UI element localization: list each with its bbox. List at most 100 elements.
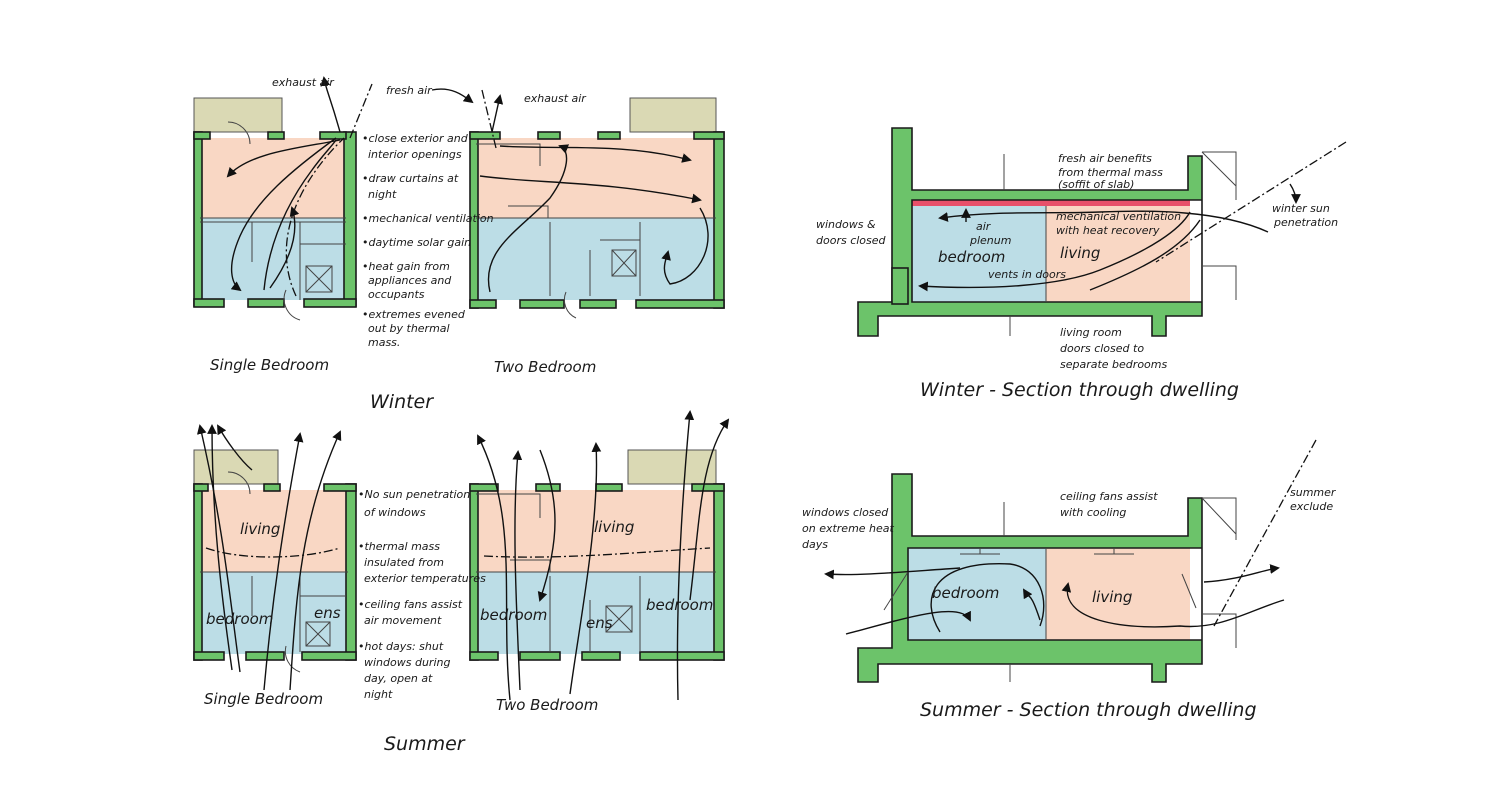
air-plenum-2: plenum: [969, 234, 1011, 247]
winter-single-label: Single Bedroom: [210, 356, 329, 374]
living-zone: [1046, 200, 1190, 302]
exhaust-air-label: exhaust air: [272, 76, 335, 89]
summer-exclude-2: exclude: [1290, 500, 1333, 513]
wall: [263, 483, 281, 492]
living-zone: [200, 138, 346, 218]
summer-section: [824, 439, 1317, 683]
summer-section-title: Summer - Section through dwelling: [920, 699, 1257, 721]
wall: [469, 131, 501, 140]
summer-two-label: Two Bedroom: [496, 696, 598, 714]
note-line: out by thermal: [368, 322, 450, 335]
wall: [301, 651, 357, 661]
wall: [579, 299, 617, 309]
wall: [635, 299, 725, 309]
summer-windows-3: days: [802, 538, 828, 551]
doors-closed-2: doors closed to: [1060, 342, 1144, 355]
note-line: interior openings: [368, 148, 462, 161]
mech-vent-1: mechanical ventilation: [1056, 210, 1181, 223]
wall: [713, 131, 725, 309]
wall: [519, 651, 561, 661]
fresh-air-text-2: from thermal mass: [1058, 166, 1163, 179]
windows-closed-2: doors closed: [816, 234, 887, 247]
exhaust-air-label-2: exhaust air: [524, 92, 587, 105]
wall: [247, 298, 285, 308]
note-line: mass.: [368, 336, 400, 349]
note-line: •No sun penetration: [358, 488, 470, 501]
wall: [245, 651, 285, 661]
note-line: •ceiling fans assist: [358, 598, 463, 611]
doors-closed-1: living room: [1060, 326, 1122, 339]
note-line: •extremes evened: [362, 308, 466, 321]
summer-exclude-1: summer: [1290, 486, 1337, 499]
balcony: [627, 449, 717, 485]
note-line: of windows: [364, 506, 426, 519]
wall: [535, 483, 561, 492]
wall: [193, 483, 209, 492]
bedroom-zone: [476, 218, 716, 300]
air-plenum-1: air: [976, 220, 992, 233]
note-line: •hot days: shut: [358, 640, 444, 653]
fresh-air-label: fresh air: [386, 84, 433, 97]
wall: [193, 131, 211, 140]
wall: [693, 131, 725, 140]
winter-sun-2: penetration: [1273, 216, 1338, 229]
note-line: appliances and: [368, 274, 452, 287]
room-bedroom-label-3: bedroom: [646, 596, 713, 614]
note-line: exterior temperatures: [364, 572, 486, 585]
wall: [519, 299, 565, 309]
balcony: [629, 97, 717, 133]
summer-living-label: living: [1092, 588, 1132, 606]
winter-two-label: Two Bedroom: [494, 358, 596, 376]
living-zone: [1046, 548, 1190, 648]
fresh-air-text-1: fresh air benefits: [1058, 152, 1152, 165]
wall: [193, 651, 225, 661]
wall: [595, 483, 623, 492]
winter-single-bedroom-plan: [193, 76, 373, 321]
wall: [193, 298, 225, 308]
note-line: day, open at: [364, 672, 433, 685]
summer-windows-2: on extreme heat: [802, 522, 895, 535]
wall: [537, 131, 561, 140]
note-line: night: [364, 688, 393, 701]
note-line: •draw curtains at: [362, 172, 459, 185]
summer-windows-1: windows closed: [802, 506, 889, 519]
soffit-red: [908, 198, 1190, 206]
note-line: windows during: [364, 656, 450, 669]
wall: [639, 651, 725, 661]
mech-vent-2: with heat recovery: [1056, 224, 1160, 237]
summer-notes: •No sun penetration of windows •thermal …: [358, 488, 486, 701]
living-zone: [476, 490, 716, 572]
note-line: •daytime solar gain: [362, 236, 471, 249]
wall: [469, 483, 499, 492]
wall: [303, 298, 357, 308]
room-living-label-2: living: [594, 518, 634, 536]
vents-label: vents in doors: [988, 268, 1066, 281]
note-line: occupants: [368, 288, 425, 301]
room-ens-label: ens: [314, 604, 341, 622]
summer-bedroom-label: bedroom: [932, 584, 999, 602]
doors-closed-3: separate bedrooms: [1060, 358, 1167, 371]
windows-closed-1: windows &: [816, 218, 876, 231]
fresh-air-text-3: (soffit of slab): [1058, 178, 1134, 191]
note-line: •mechanical ventilation: [362, 212, 494, 225]
note-line: •close exterior and: [362, 132, 469, 145]
note-line: •thermal mass: [358, 540, 440, 553]
winter-title: Winter: [370, 391, 434, 413]
room-bedroom-label-2: bedroom: [480, 606, 547, 624]
wall: [469, 299, 497, 309]
note-line: •heat gain from: [362, 260, 450, 273]
balcony: [193, 97, 283, 133]
room-living-label: living: [240, 520, 280, 538]
summer-single-bedroom-plan: [193, 424, 357, 691]
wall: [319, 131, 347, 140]
summer-single-label: Single Bedroom: [204, 690, 323, 708]
ceiling-fans-1: ceiling fans assist: [1060, 490, 1158, 503]
living-label: living: [1060, 244, 1100, 262]
note-line: insulated from: [364, 556, 444, 569]
winter-notes: •close exterior and interior openings •d…: [362, 132, 494, 349]
wall: [343, 131, 357, 307]
winter-section: [857, 127, 1347, 337]
bedroom-zone: [200, 218, 346, 300]
wall: [267, 131, 285, 140]
